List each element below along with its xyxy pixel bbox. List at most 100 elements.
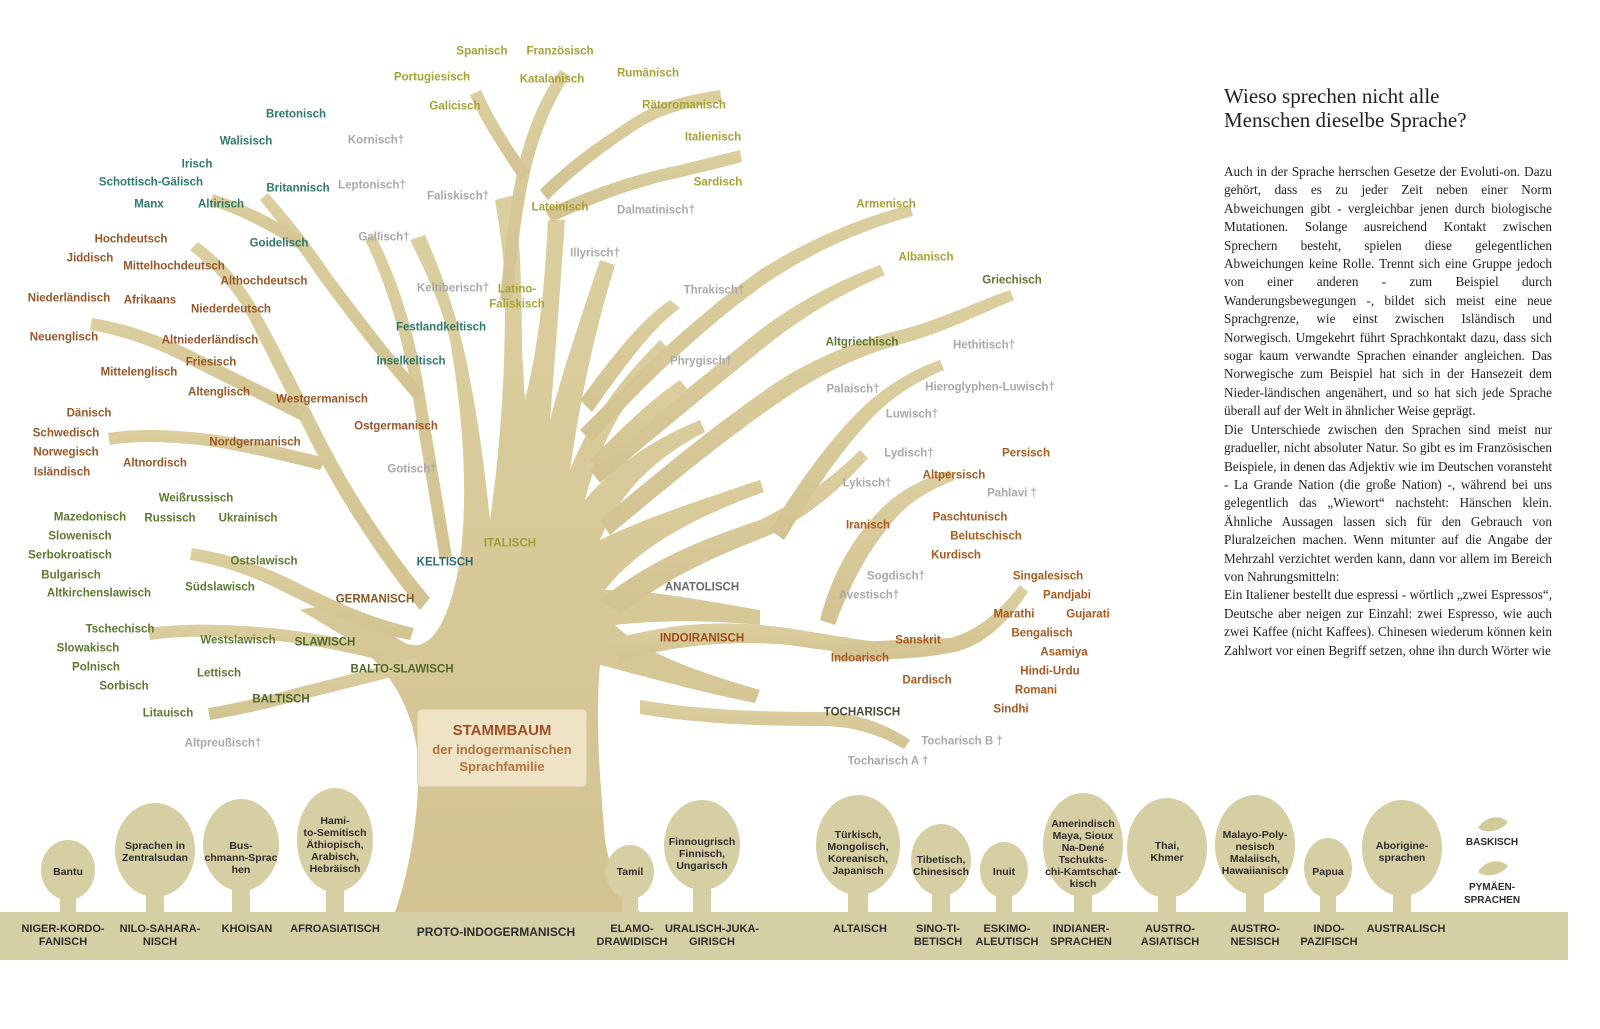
label-armenisch: Armenisch [856,198,916,211]
label-marathi: Marathi [993,608,1035,621]
label-rumaenisch: Rumänisch [617,67,679,80]
branch-indoaric [830,585,1028,660]
ground-label: ELAMO- DRAWIDISCH [596,923,668,948]
label-galicisch: Galicisch [429,100,481,113]
label-pahlavi: Pahlavi † [987,487,1037,500]
label-altpreussisch: Altpreußisch† [184,737,262,750]
label-romani: Romani [1014,684,1058,697]
group-keltisch: KELTISCH [416,556,474,569]
label-sogdisch: Sogdisch† [866,570,926,583]
branch-anatolian [600,450,868,615]
label-lettisch: Lettisch [196,667,242,680]
branch-westslavic [148,624,384,660]
label-latino: Latino- [497,283,537,296]
label-dalmatinisch: Dalmatinisch† [617,204,695,217]
branch-tocharian [640,700,910,749]
label-altenglisch: Altenglisch [188,386,250,399]
tree-label: Aborigine- sprachen [1375,840,1429,864]
leaf-label-baskisch: BASKISCH [1465,837,1519,848]
tree-label: Papua [1312,866,1344,878]
side-paragraph: Auch in der Sprache herrschen Gesetze de… [1224,164,1552,419]
label-suedslawisch: Südslawisch [185,581,255,594]
label-ostslawisch: Ostslawisch [230,555,298,568]
label-franzoesisch: Französisch [526,45,594,58]
branch-celtic [365,235,452,560]
label-hindi-urdu: Hindi-Urdu [1020,665,1080,678]
label-griechisch: Griechisch [982,274,1042,287]
ground-strip [0,912,1568,960]
tree-label: Malayo-Poly- nesisch Malaiisch, Hawaiian… [1221,829,1289,877]
tree-label: Tibetisch, Chinesisch [912,854,970,878]
label-althochdeutsch: Althochdeutsch [220,275,308,288]
label-mazedonisch: Mazedonisch [53,511,127,524]
label-altniederlaendisch: Altniederländisch [161,334,259,347]
label-hieroglyphen-luwisch: Hieroglyphen-Luwisch† [925,381,1055,394]
tree-label: Thai, Khmer [1150,840,1184,864]
label-spanisch: Spanisch [456,45,508,58]
label-norwegisch: Norwegisch [33,446,99,459]
title-line1: STAMMBAUM [452,722,552,739]
label-leptonisch: Leptonisch† [338,179,406,192]
label-bretonisch: Bretonisch [265,108,327,121]
tree-label: Bantu [53,866,83,878]
tree-label: Inuit [992,866,1016,878]
label-hochdeutsch: Hochdeutsch [94,233,168,246]
title-box: STAMMBAUM der indogermanischen Sprachfam… [418,710,586,786]
label-lykisch: Lykisch† [842,477,892,490]
label-schottisch-gaelisch: Schottisch-Gälisch [98,176,204,189]
side-heading-line2: Menschen dieselbe Sprache? [1224,108,1467,132]
label-neuenglisch: Neuenglisch [29,331,99,344]
label-sindhi: Sindhi [993,703,1029,716]
label-walisisch: Walisisch [219,135,273,148]
label-faliskisch-extinct: Faliskisch† [426,190,490,203]
tree-label: Amerindisch Maya, Sioux Na-Dené Tschukts… [1045,818,1121,890]
leaf-icon [1478,817,1508,832]
label-singalesisch: Singalesisch [1012,570,1084,583]
label-persisch: Persisch [1002,447,1050,460]
label-illyrisch: Illyrisch† [570,247,620,260]
label-albanisch: Albanisch [898,251,954,264]
branch-indoiranian [610,623,900,660]
ground-label: ESKIMO- ALEUTISCH [975,923,1039,948]
label-belutschisch: Belutschisch [950,530,1022,543]
branch-italic-right [540,90,722,200]
trunk-and-branches [90,70,1028,912]
label-goidelisch: Goidelisch [249,237,309,250]
branch-slavic [190,548,414,640]
branch-anatolian-twigs [770,360,944,540]
ground-label: AUSTRO- NESISCH [1229,923,1281,948]
ground-label-proto: PROTO-INDOGERMANISCH [416,925,576,939]
ground-label: NILO-SAHARA- NISCH [119,923,201,948]
branch-italic-up [500,70,570,302]
branch-germanic [190,242,430,610]
group-anatolisch: ANATOLISCH [664,581,740,594]
label-katalanisch: Katalanisch [519,73,585,86]
label-altgriechisch: Altgriechisch [825,336,899,349]
label-altnordisch: Altnordisch [123,457,187,470]
label-manx: Manx [134,198,164,211]
label-faliskisch-group: Faliskisch [489,298,545,311]
branch-baltic [208,658,420,720]
ground-label: URALISCH-JUKA- GIRISCH [664,923,760,948]
label-sanskrit: Sanskrit [895,634,941,647]
branch-westgermanic [90,318,306,420]
tree-label: Bus- chmann-Sprac hen [204,840,278,876]
label-serbokroatisch: Serbokroatisch [28,549,112,562]
label-lateinisch: Lateinisch [531,201,589,214]
label-tocharisch-b: Tocharisch B † [921,735,1003,748]
leaf-icon [1478,861,1508,876]
label-tocharisch-a: Tocharisch A † [847,755,929,768]
label-daenisch: Dänisch [66,407,112,420]
label-mittelenglisch: Mittelenglisch [100,366,178,379]
side-body: Auch in der Sprache herrschen Gesetze de… [1224,163,1552,660]
label-hethitisch: Hethitisch† [953,339,1015,352]
label-russisch: Russisch [144,512,196,525]
branch-nordgermanic [108,429,326,470]
label-islaendisch: Isländisch [33,466,91,479]
label-afrikaans: Afrikaans [123,294,177,307]
label-portugiesisch: Portugiesisch [393,71,471,84]
branch-phrygian [590,380,688,470]
label-pandjabi: Pandjabi [1043,589,1091,602]
label-bengalisch: Bengalisch [1011,627,1073,640]
